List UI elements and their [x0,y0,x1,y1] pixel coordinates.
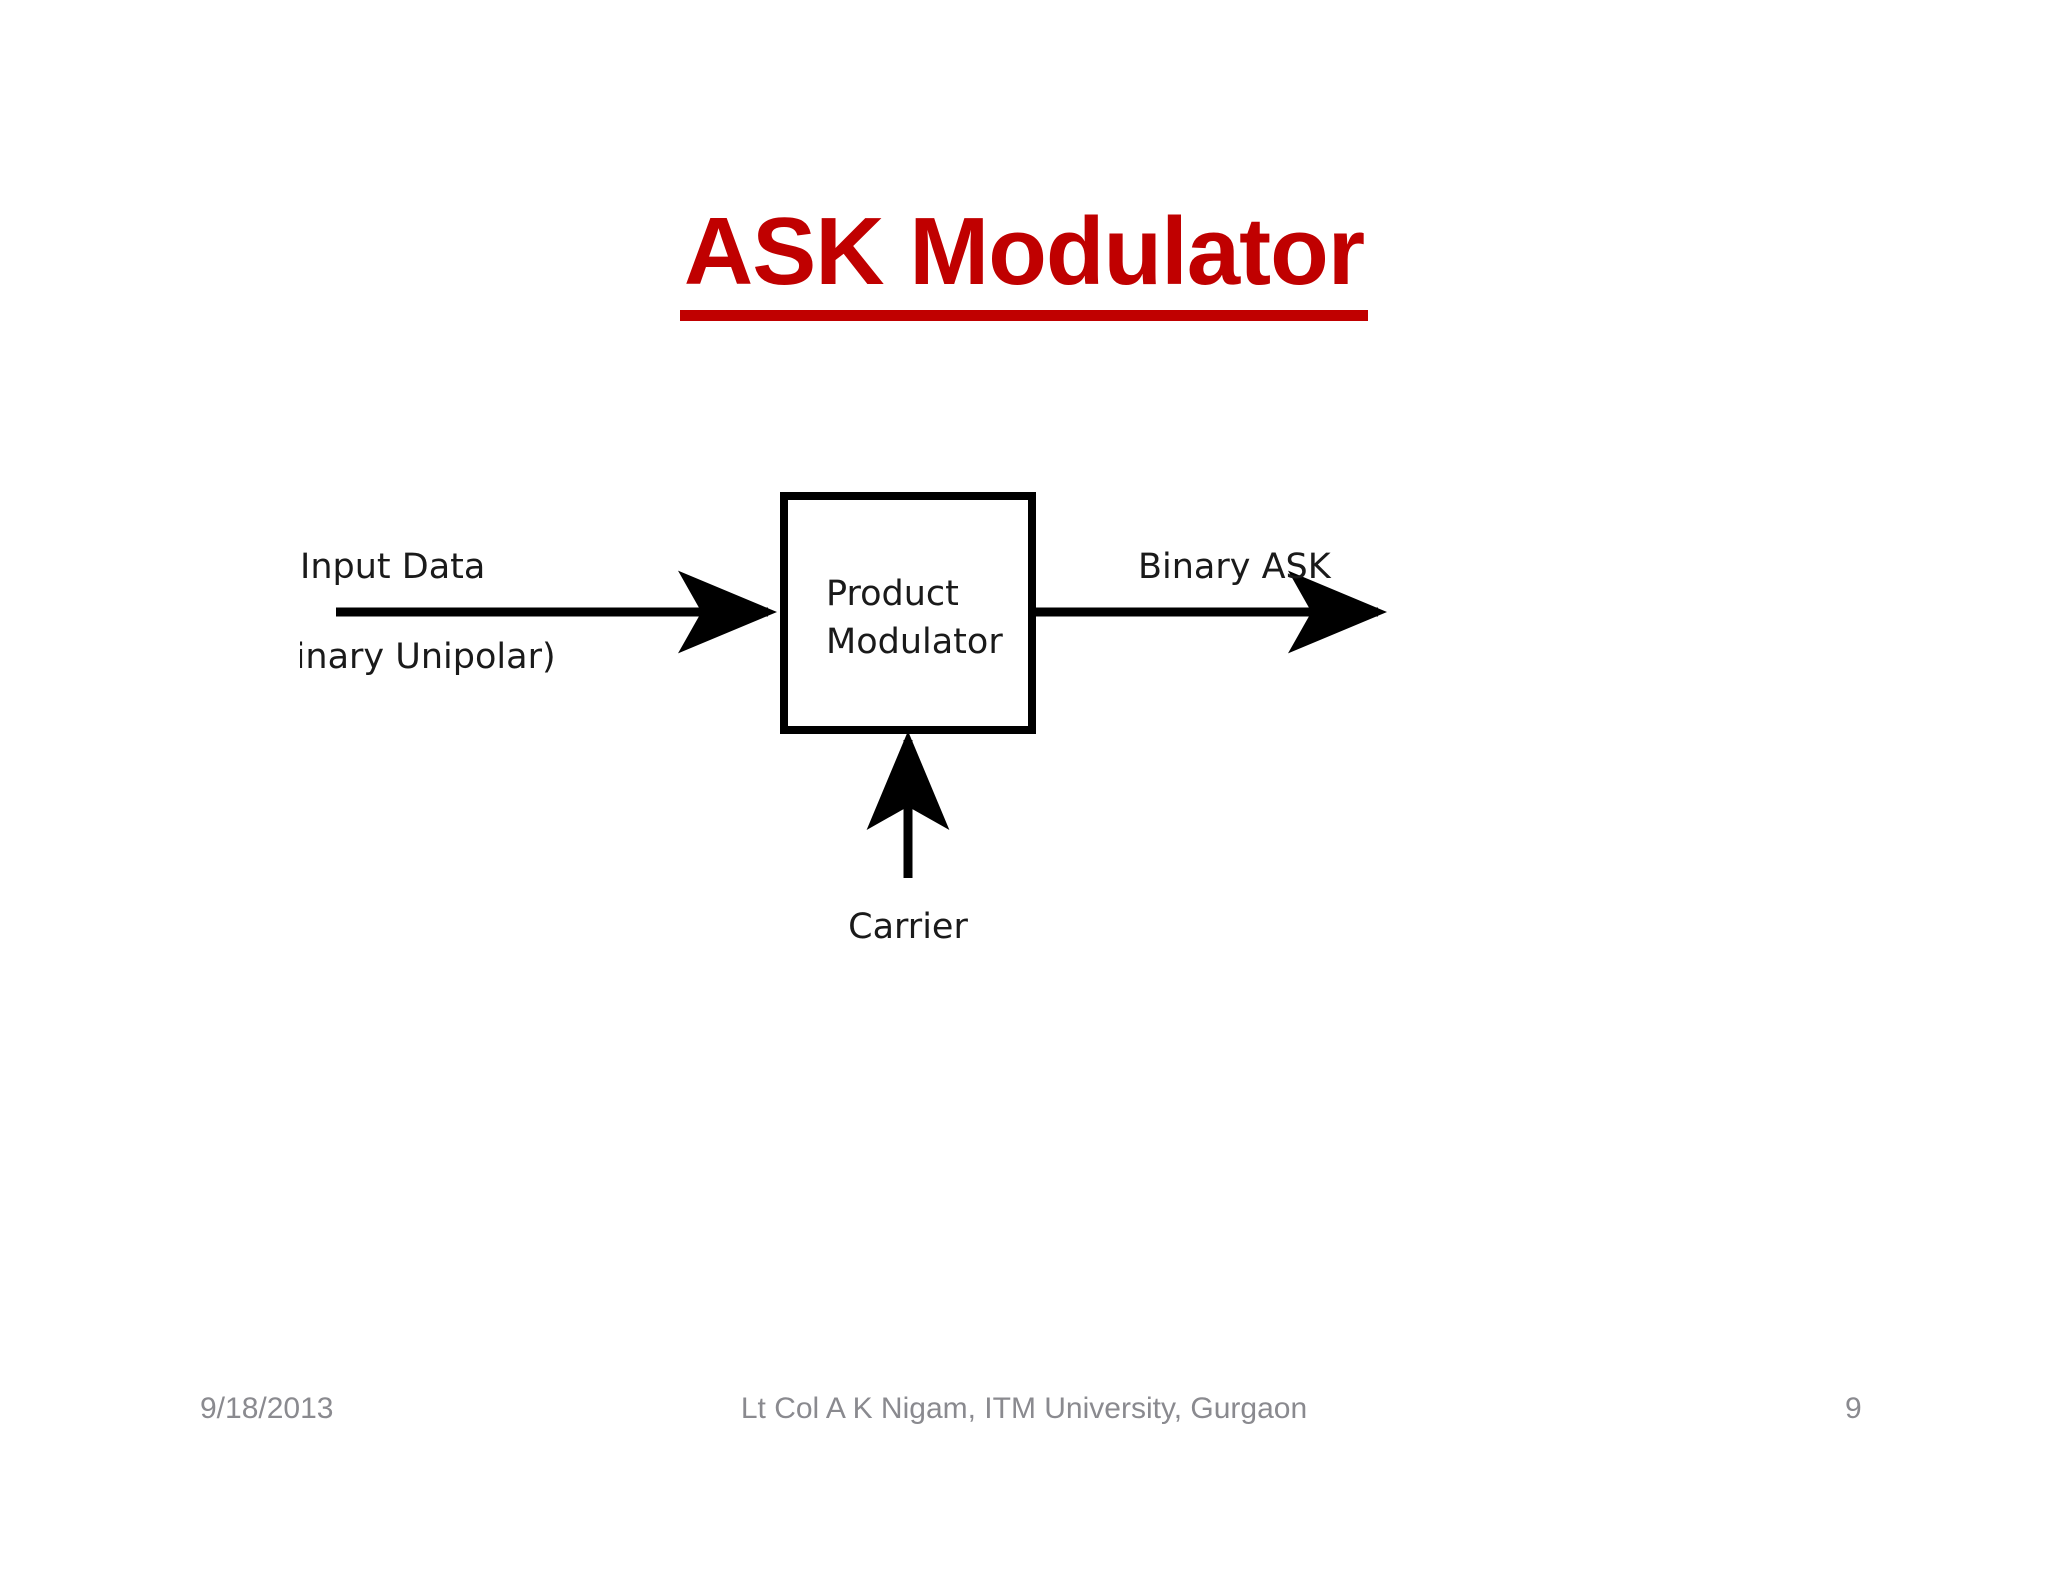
carrier-label: Carrier [848,907,968,947]
title-block: ASK Modulator [0,140,2048,386]
input-data-label-line1: Input Data [300,547,485,587]
slide-footer: 9/18/2013 Lt Col A K Nigam, ITM Universi… [0,1392,2048,1438]
binary-ask-label: Binary ASK [1138,547,1332,587]
input-data-label-line2: (Binary Unipolar) [300,637,556,677]
product-modulator-block: Product Modulator [780,492,1036,734]
product-modulator-label-line2: Modulator [826,622,1003,662]
ask-modulator-block-diagram: Input Data (Binary Unipolar) Product Mod… [300,450,1500,970]
product-modulator-label-line1: Product [826,574,959,614]
footer-page-number: 9 [1845,1392,1862,1425]
page-title: ASK Modulator [679,204,1369,322]
footer-attribution: Lt Col A K Nigam, ITM University, Gurgao… [740,1392,1308,1425]
footer-date: 9/18/2013 [200,1392,334,1425]
